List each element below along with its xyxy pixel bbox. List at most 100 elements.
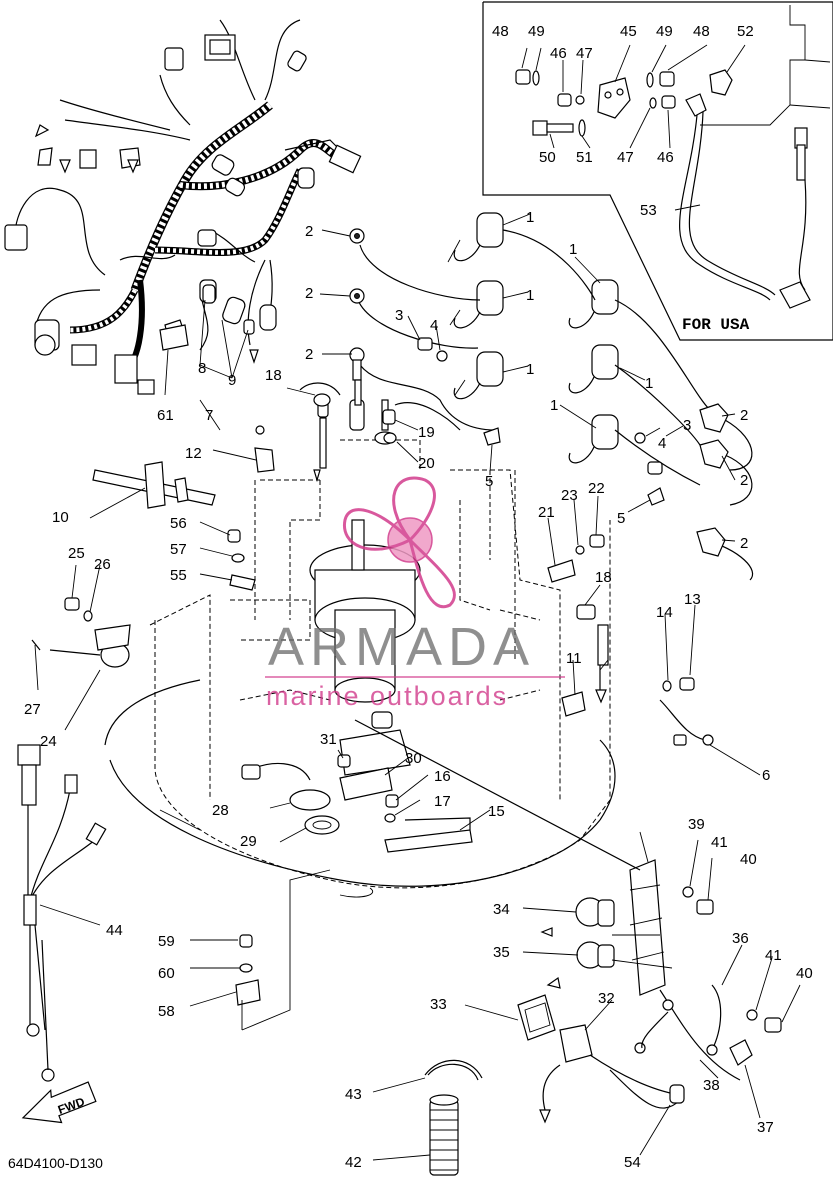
leader-lines xyxy=(34,213,801,1161)
callout-41: 41 xyxy=(765,947,782,964)
plug-cap-2d xyxy=(699,403,729,433)
callout-5: 5 xyxy=(617,510,625,527)
watermark: ARMADA marine outboards xyxy=(265,476,565,711)
callout-11: 11 xyxy=(566,650,582,667)
callout-40: 40 xyxy=(796,965,813,982)
clamp-5a xyxy=(483,427,501,446)
callout-57: 57 xyxy=(170,541,187,558)
clip-12 xyxy=(254,425,275,473)
washer-4b xyxy=(634,432,646,444)
callout-61: 61 xyxy=(157,407,174,424)
callout-16: 16 xyxy=(434,768,451,785)
sensor-18b xyxy=(576,604,609,704)
diagram-code: 64D4100-D130 xyxy=(8,1155,103,1171)
washer-60 xyxy=(239,963,253,973)
screw-16 xyxy=(385,794,399,808)
callout-19: 19 xyxy=(418,424,435,441)
washer-14 xyxy=(662,680,672,692)
callout-47: 47 xyxy=(617,149,634,166)
callout-30: 30 xyxy=(405,750,422,767)
relay-35 xyxy=(576,941,615,969)
screw-3b xyxy=(647,461,663,475)
callout-20: 20 xyxy=(418,455,435,472)
washer-17 xyxy=(384,813,396,823)
callout-42: 42 xyxy=(345,1154,362,1171)
coil-1e xyxy=(568,344,619,394)
clamp-5b xyxy=(647,487,665,506)
callout-1: 1 xyxy=(645,375,653,392)
callout-58: 58 xyxy=(158,1003,175,1020)
terminal-block-45 xyxy=(597,77,631,119)
bolt-50 xyxy=(532,120,574,136)
callout-28: 28 xyxy=(212,802,229,819)
callout-38: 38 xyxy=(703,1077,720,1094)
callout-14: 14 xyxy=(656,604,673,621)
callout-2: 2 xyxy=(305,223,313,240)
callout-44: 44 xyxy=(106,922,123,939)
bracket-30 xyxy=(339,767,393,801)
callout-51: 51 xyxy=(576,149,593,166)
callout-12: 12 xyxy=(185,445,202,462)
propeller-logo xyxy=(342,476,456,609)
callout-45: 45 xyxy=(620,23,637,40)
callout-4: 4 xyxy=(658,435,666,452)
callout-1: 1 xyxy=(550,397,558,414)
screw-25 xyxy=(64,597,80,611)
callout-13: 13 xyxy=(684,591,701,608)
terminal-9 xyxy=(243,319,255,335)
lead-44 xyxy=(17,744,107,1082)
screw-56 xyxy=(227,529,241,543)
usa-inset xyxy=(482,1,833,341)
pin-27 xyxy=(31,639,41,651)
plug-cap-2b xyxy=(349,288,365,304)
callout-1: 1 xyxy=(526,209,534,226)
washer-41a xyxy=(682,886,694,898)
callout-labels: 1 1 1 1 1 1 2 2 2 2 2 2 3 3 4 4 5 5 6 7 … xyxy=(24,23,813,1171)
plate-15 xyxy=(384,817,473,853)
callout-17: 17 xyxy=(434,793,451,810)
washer-26 xyxy=(83,610,93,622)
ground-lead-6 xyxy=(659,699,714,746)
callout-18: 18 xyxy=(265,367,282,384)
callout-37: 37 xyxy=(757,1119,774,1136)
bracket-21 xyxy=(547,559,576,583)
holder-11 xyxy=(561,691,586,717)
callout-1: 1 xyxy=(526,361,534,378)
plug-cap-2e xyxy=(699,439,729,469)
washer-51 xyxy=(578,119,586,137)
plug-cap-2a xyxy=(349,228,365,244)
washer-20 xyxy=(383,432,397,444)
coil-1c xyxy=(453,351,504,400)
nut-46b xyxy=(661,95,676,109)
screw-59 xyxy=(239,934,253,948)
flywheel-assembly xyxy=(309,379,421,776)
callout-24: 24 xyxy=(40,733,57,750)
plug-cap-2c xyxy=(349,347,365,381)
callout-41: 41 xyxy=(711,834,728,851)
callout-3: 3 xyxy=(395,307,403,324)
callout-48: 48 xyxy=(492,23,509,40)
screw-22 xyxy=(589,534,605,548)
nut-46a xyxy=(557,93,572,107)
callout-1: 1 xyxy=(526,287,534,304)
cable-53 xyxy=(679,111,811,309)
callout-2: 2 xyxy=(305,346,313,363)
callout-53: 53 xyxy=(640,202,657,219)
grommet-28 xyxy=(241,762,331,811)
watermark-tagline: marine outboards xyxy=(266,681,508,711)
plate-29 xyxy=(304,815,340,835)
misc-parts xyxy=(17,284,714,1082)
callout-31: 31 xyxy=(320,731,337,748)
callout-59: 59 xyxy=(158,933,175,950)
callout-48: 48 xyxy=(693,23,710,40)
callout-27: 27 xyxy=(24,701,41,718)
callout-54: 54 xyxy=(624,1154,641,1171)
plug-cap-52 xyxy=(685,69,733,117)
bracket-55 xyxy=(229,574,256,591)
callout-35: 35 xyxy=(493,944,510,961)
cap-37 xyxy=(729,1039,753,1066)
washer-47a xyxy=(575,95,585,105)
callout-40: 40 xyxy=(740,851,757,868)
callout-18: 18 xyxy=(595,569,612,586)
callout-8: 8 xyxy=(198,360,206,377)
